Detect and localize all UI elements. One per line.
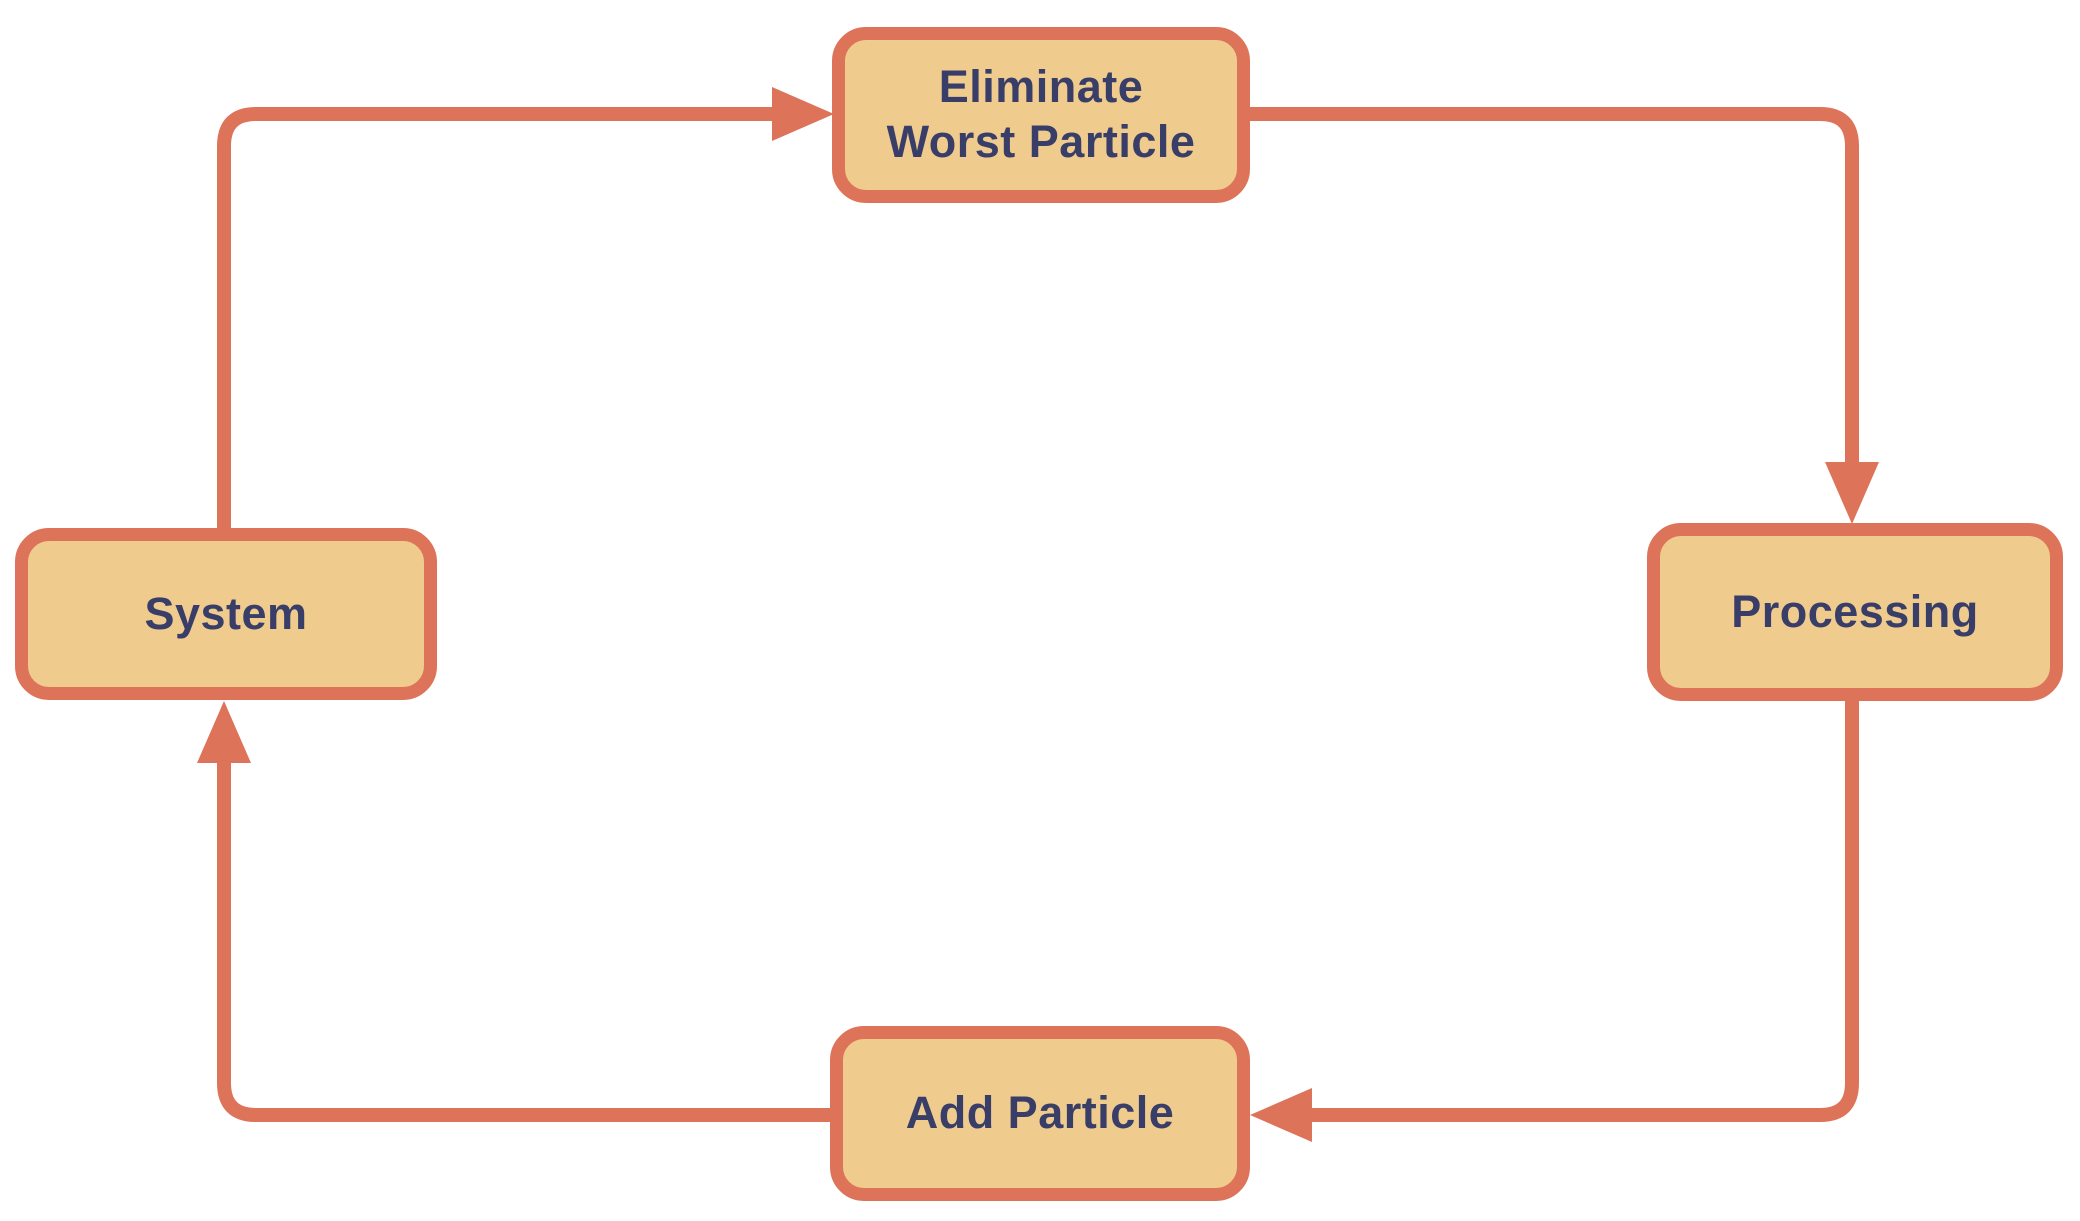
node-label-line: System [144,587,308,639]
arrowhead-up-icon [197,701,251,763]
connector-processing-to-add [1310,701,1859,1122]
connector-add-to-system [217,761,830,1122]
node-label-line: Worst Particle [886,116,1196,167]
node-label-line: Eliminate [938,61,1144,113]
node-system: System [15,528,437,700]
node-add-particle: Add Particle [830,1026,1250,1201]
arrowhead-left-icon [1250,1088,1312,1142]
node-label-line: Add Particle [905,1087,1175,1139]
node-label-line: Processing [1731,585,1979,637]
arrowhead-right-icon [772,87,834,141]
node-eliminate-worst-particle: Eliminate Worst Particle [832,27,1250,203]
node-processing: Processing [1647,523,2063,701]
connector-eliminate-to-processing [1250,107,1859,464]
arrowhead-down-icon [1825,462,1879,524]
connector-system-to-eliminate [217,107,774,528]
